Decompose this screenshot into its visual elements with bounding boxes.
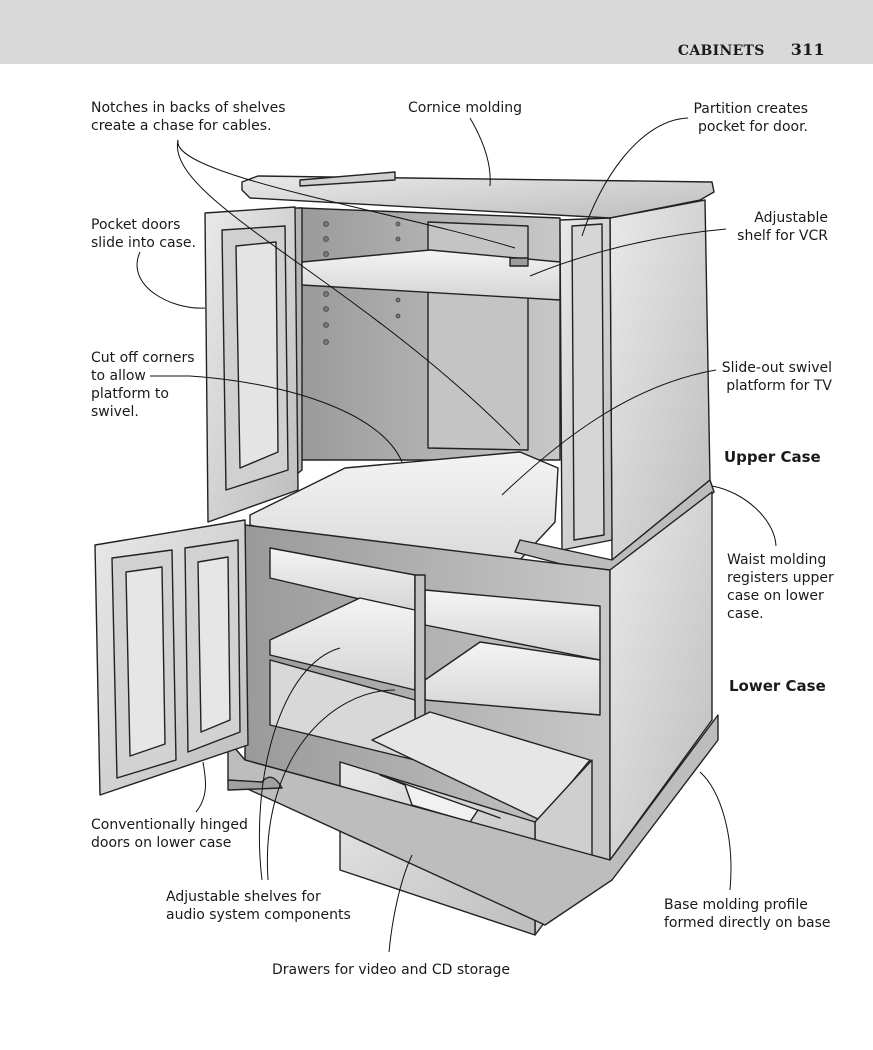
leader-cut-off — [150, 375, 403, 463]
leader-hinged — [195, 761, 206, 813]
base-bracket-foot — [227, 776, 283, 791]
partition-face — [571, 223, 605, 541]
hinged-door-left-raised-panel — [125, 566, 166, 757]
leader-cornice — [469, 117, 491, 187]
label-hinged-doors: Conventionally hinged doors on lower cas… — [91, 817, 248, 851]
page-number: 311 — [790, 40, 825, 59]
label-slide-out-platform: Slide-out swivel platform for TV — [721, 360, 832, 394]
leader-waist — [711, 485, 777, 547]
cornice-top-strip — [299, 171, 396, 187]
section-title: CABINETS — [677, 43, 765, 59]
leader-notches-2 — [176, 139, 521, 446]
label-waist-molding: Waist molding registers upper case on lo… — [727, 552, 834, 622]
label-cornice: Cornice molding — [408, 100, 523, 116]
label-drawers: Drawers for video and CD storage — [272, 962, 511, 978]
leader-partition — [581, 117, 689, 237]
shelf-pin-holes — [323, 221, 401, 345]
leader-lines — [136, 117, 777, 953]
page-header: CABINETS 311 — [0, 0, 873, 64]
label-audio-shelves: Adjustable shelves for audio system comp… — [166, 889, 351, 923]
label-notches: Notches in backs of shelves create a cha… — [91, 100, 286, 134]
label-partition: Partition creates pocket for door. — [693, 101, 808, 135]
lower-case-side — [609, 491, 713, 861]
waist-molding — [514, 479, 715, 579]
leader-vcr — [529, 228, 727, 277]
pocket-door-raised-panel — [235, 241, 279, 469]
running-head: CABINETS 311 — [678, 40, 825, 59]
leader-audio-1 — [258, 647, 341, 881]
leader-base — [699, 771, 732, 891]
leader-audio-2 — [266, 689, 396, 881]
leader-pocket-doors — [136, 251, 206, 309]
label-adjustable-vcr: Adjustable shelf for VCR — [737, 210, 828, 244]
label-pocket-doors: Pocket doors slide into case. — [91, 217, 196, 251]
leader-notches-1 — [177, 139, 516, 249]
lower-center-divider — [414, 574, 426, 721]
label-cut-off-corners: Cut off corners to allow platform to swi… — [91, 350, 195, 420]
leader-slide-out — [501, 369, 717, 496]
hinged-door-right-raised-panel — [197, 556, 231, 733]
label-lower-case: Lower Case — [729, 677, 826, 695]
cornice-molding — [241, 175, 715, 219]
label-base-molding: Base molding profile formed directly on … — [664, 897, 831, 931]
leader-drawers — [388, 854, 413, 953]
vcr-shelf-notch — [509, 257, 529, 267]
drawer-interior — [371, 711, 591, 821]
label-upper-case: Upper Case — [724, 448, 821, 466]
base-molding — [227, 714, 719, 926]
